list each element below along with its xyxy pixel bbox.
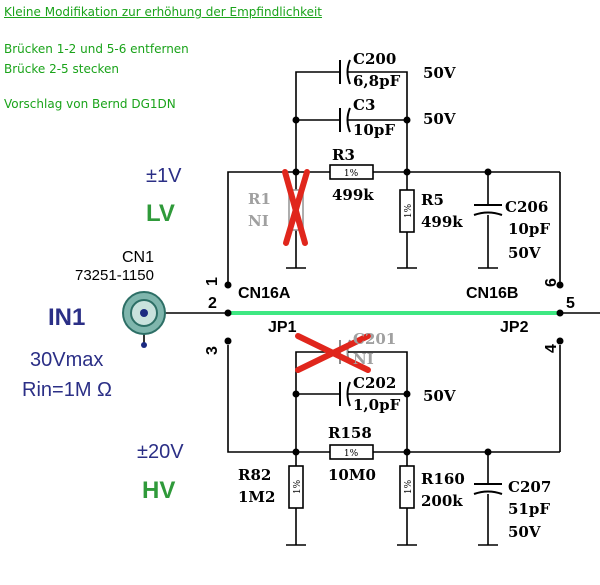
c207-rating: 50V: [508, 523, 541, 541]
r158-ref: R158: [328, 424, 372, 442]
capacitor-c207-symbol: [473, 483, 503, 495]
c207-ref: C207: [508, 478, 551, 496]
proposal-credit: Vorschlag von Bernd DG1DN: [4, 97, 176, 111]
r158-tolerance: 1%: [344, 449, 359, 459]
cn1-label: CN1: [122, 249, 154, 266]
pin-4-label: 4: [543, 344, 560, 353]
r158-value: 10M0: [328, 466, 376, 484]
c206-ref: C206: [505, 198, 548, 216]
r82-value: 1M2: [238, 488, 275, 506]
in1-label: IN1: [48, 304, 85, 331]
r82-tolerance: 1%: [293, 479, 303, 494]
resistor-r158-symbol: [329, 444, 374, 460]
c206-rating: 50V: [508, 244, 541, 262]
jp2-label: JP2: [500, 319, 529, 336]
hv-label: HV: [142, 477, 175, 504]
c206-value: 10pF: [508, 220, 550, 238]
r5-tolerance: 1%: [404, 203, 414, 218]
c3-ref: C3: [353, 96, 375, 114]
instruction-remove-bridges: Brücken 1-2 und 5-6 entfernen: [4, 42, 189, 56]
c202-ref: C202: [353, 374, 396, 392]
pin-3-label: 3: [204, 346, 221, 355]
c201-ref: C201: [353, 330, 396, 348]
r1-removed-cross: [282, 169, 310, 246]
junction-dots: [224, 116, 564, 456]
c200-rating: 50V: [423, 64, 456, 82]
resistor-r5-symbol: [399, 189, 415, 233]
r160-tolerance: 1%: [404, 479, 414, 494]
bnc-connector-icon: [122, 291, 166, 348]
modification-title: Kleine Modifikation zur erhöhung der Emp…: [4, 5, 323, 19]
cn16a-label: CN16A: [238, 285, 291, 302]
cn16b-label: CN16B: [466, 285, 518, 302]
c3-value: 10pF: [353, 121, 395, 139]
input-resistance-label: Rin=1M Ω: [22, 379, 112, 401]
pin-2-label: 2: [208, 295, 217, 312]
jp1-label: JP1: [268, 319, 297, 336]
resistor-r3-symbol: [329, 164, 374, 180]
c202-value: 1,0pF: [353, 396, 401, 414]
r5-ref: R5: [421, 191, 444, 209]
r5-value: 499k: [421, 213, 463, 231]
wires: [143, 71, 600, 546]
hv-voltage-label: ±20V: [137, 441, 184, 463]
pin-6-label: 6: [543, 278, 560, 287]
c207-value: 51pF: [508, 500, 550, 518]
resistor-r160-symbol: [399, 465, 415, 509]
r160-value: 200k: [421, 492, 463, 510]
c201-value: NI: [353, 350, 374, 368]
instruction-insert-bridge: Brücke 2-5 stecken: [4, 62, 119, 76]
pin-5-label: 5: [566, 295, 575, 312]
resistor-r82-symbol: [288, 465, 304, 509]
cn1-part-number: 73251-1150: [75, 267, 154, 284]
c200-value: 6,8pF: [353, 72, 401, 90]
capacitor-c200-symbol: [339, 59, 351, 85]
capacitor-c202-symbol: [339, 381, 351, 407]
r3-tolerance: 1%: [344, 169, 359, 179]
pin-1-label: 1: [204, 277, 221, 286]
lv-label: LV: [146, 200, 175, 227]
r160-ref: R160: [421, 470, 465, 488]
c201-removed-cross: [295, 333, 371, 373]
r82-ref: R82: [238, 466, 271, 484]
c202-rating: 50V: [423, 387, 456, 405]
r1-value: NI: [248, 212, 269, 230]
capacitor-c3-symbol: [339, 107, 351, 133]
lv-voltage-label: ±1V: [146, 165, 182, 187]
c3-rating: 50V: [423, 110, 456, 128]
r3-ref: R3: [332, 146, 355, 164]
c200-ref: C200: [353, 50, 396, 68]
r1-ref: R1: [248, 190, 271, 208]
max-voltage-label: 30Vmax: [30, 349, 103, 371]
r3-value: 499k: [332, 186, 374, 204]
capacitor-c206-symbol: [473, 204, 503, 216]
